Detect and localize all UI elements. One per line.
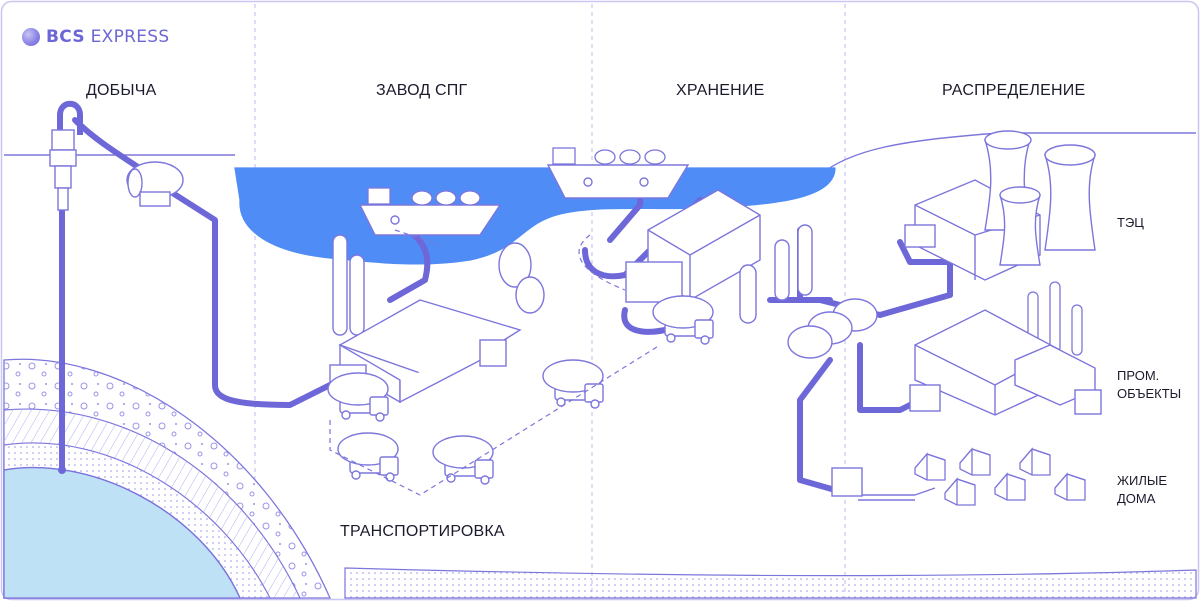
stage-label-lng-plant: ЗАВОД СПГ: [376, 82, 468, 99]
storage-tank-icon: [797, 224, 813, 296]
cooling-tower-icon: [1044, 144, 1096, 251]
underground-strata: [3, 358, 1197, 599]
housing-icon: [831, 448, 1086, 506]
stage-label-storage: ХРАНЕНИЕ: [676, 82, 765, 99]
seabed: [344, 567, 1197, 599]
brand-logo: BCS EXPRESS: [22, 27, 169, 47]
stage-label-extraction: ДОБЫЧА: [86, 82, 157, 99]
consumer-label-industry: ПРОМ. ОБЪЕКТЫ: [1117, 368, 1182, 401]
storage-tank-icon: [349, 254, 365, 336]
tanker-ship-icon: [358, 187, 502, 236]
stage-label-distribution: РАСПРЕДЕЛЕНИЕ: [942, 82, 1086, 99]
storage-tank-icon: [774, 239, 790, 301]
tanker-ship-icon: [546, 147, 690, 199]
gas-well-icon: [49, 100, 83, 474]
power-plant-icon: [904, 130, 1096, 281]
factory-icon: [909, 281, 1102, 416]
logo-icon: [22, 28, 40, 46]
consumer-label-power-plant: ТЭЦ: [1117, 215, 1144, 230]
compressor-icon: [126, 161, 184, 207]
ship-route: [394, 229, 626, 291]
stage-label-transport: ТРАНСПОРТИРОВКА: [340, 523, 505, 540]
consumer-label-housing: ЖИЛЫЕ ДОМА: [1117, 473, 1168, 506]
storage-tank-icon: [739, 264, 757, 324]
pipelines: [59, 117, 953, 493]
brand-name: BCS EXPRESS: [46, 27, 170, 47]
storage-terminal-icon: [625, 189, 878, 359]
storage-tank-icon: [332, 234, 348, 336]
transport-route: [329, 344, 661, 496]
cooling-tower-icon: [999, 186, 1041, 266]
